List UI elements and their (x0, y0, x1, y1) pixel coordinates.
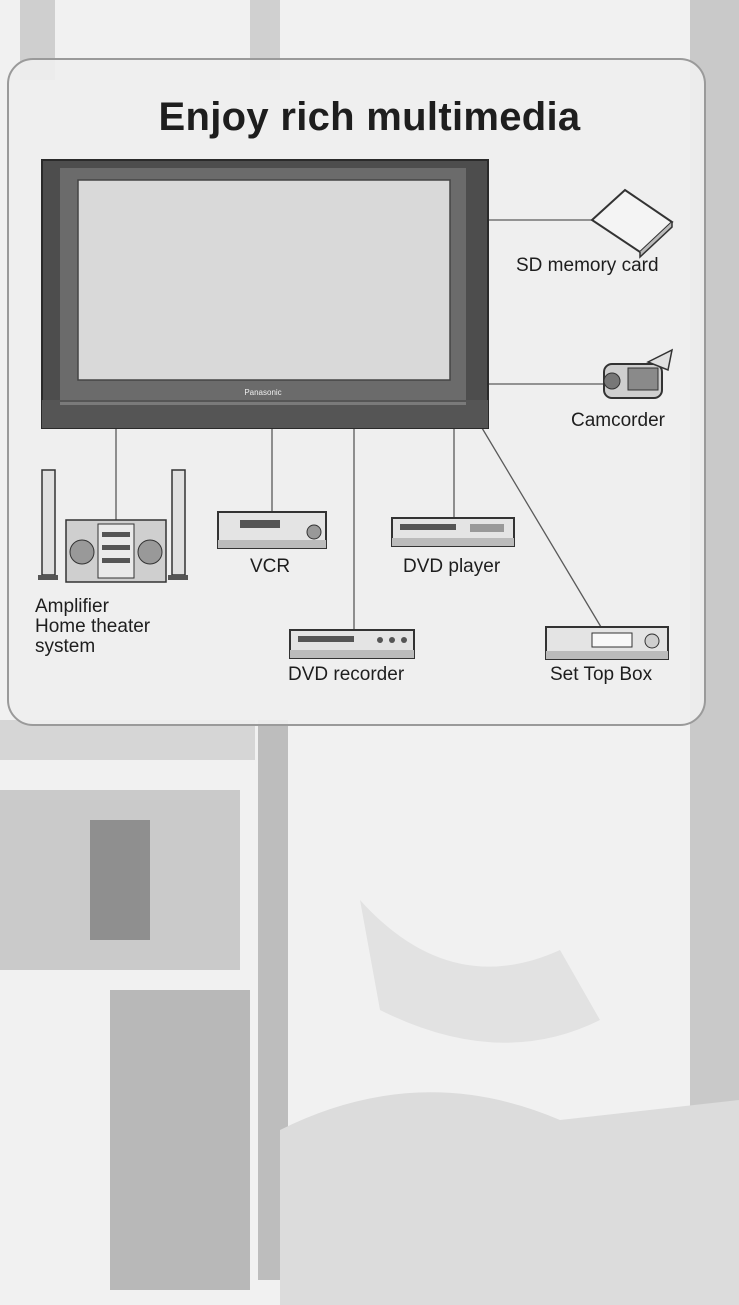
vcr-icon (217, 511, 327, 549)
label-set-top-box: Set Top Box (550, 664, 653, 685)
tv-screen (77, 179, 451, 381)
home-theater-icon (38, 469, 188, 583)
left-speaker (41, 469, 56, 576)
dvd-recorder-icon (289, 629, 415, 659)
label-sd-memory-card: SD memory card (516, 255, 659, 276)
label-vcr: VCR (250, 556, 291, 577)
plasma-tv: Panasonic (41, 159, 489, 429)
label-camcorder: Camcorder (571, 410, 665, 431)
set-top-box-icon (545, 626, 669, 660)
cabinet (110, 990, 250, 1290)
sd-card-icon (590, 188, 674, 259)
label-amplifier-line2: Home theater (35, 616, 151, 637)
label-amplifier-line1: Amplifier (35, 596, 109, 617)
label-amplifier-home-theater: Amplifier Home theater system (35, 597, 195, 657)
connection-lines (115, 219, 604, 630)
right-speaker (171, 469, 186, 576)
page-title: Enjoy rich multimedia (158, 95, 581, 139)
dvd-player-icon (391, 517, 515, 547)
line-set-top-box (481, 427, 602, 628)
sofa (280, 1092, 739, 1305)
camcorder-icon (603, 348, 674, 399)
tv-brand-logo: Panasonic (244, 388, 281, 397)
label-dvd-player: DVD player (403, 556, 501, 577)
label-dvd-recorder: DVD recorder (288, 664, 405, 685)
label-amplifier-line3: system (35, 636, 96, 657)
